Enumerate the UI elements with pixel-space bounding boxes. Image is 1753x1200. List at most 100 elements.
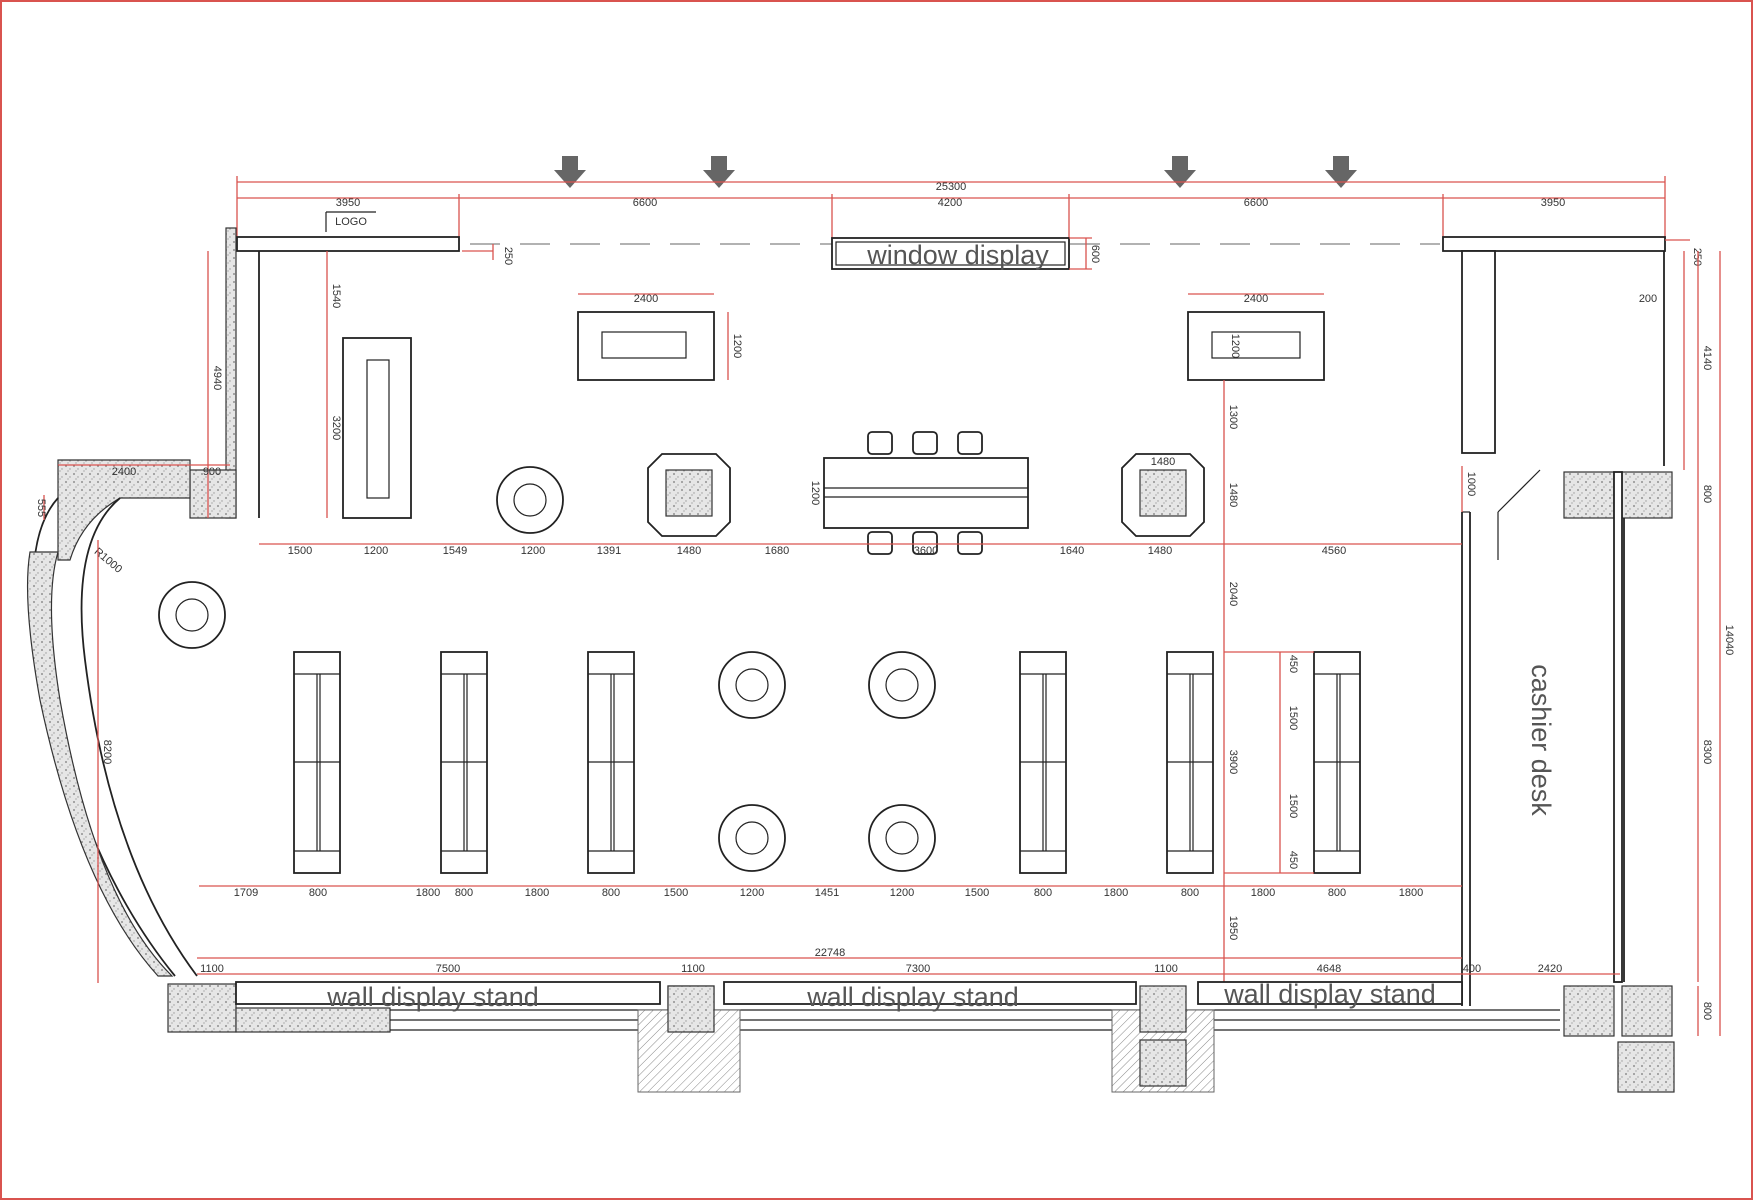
- dim-row-1: 1500 1200 1549 1200 1391 1480 1680 3600 …: [259, 543, 1462, 557]
- dim-row2-1: 800: [309, 887, 327, 899]
- clothing-rack: [293, 651, 341, 874]
- dim-right-4140: 4140: [1701, 346, 1713, 370]
- clothing-rack: [440, 651, 488, 874]
- octagon-displays: 1480: [647, 453, 1205, 537]
- bottom-wall: 22748 1100 7500 1100 7300 1100 4648 400 …: [167, 947, 1620, 1093]
- clothing-rack: [1019, 651, 1067, 874]
- dim-top-2: 6600: [633, 197, 657, 209]
- dim-row2-14: 1800: [1251, 887, 1275, 899]
- dim-row1-10: 4560: [1322, 545, 1346, 557]
- clothing-racks: 450 1500 1500 450: [293, 651, 1361, 874]
- dim-left-8200: 8200: [101, 740, 113, 764]
- cashier-desk-label: cashier desk: [1526, 664, 1556, 816]
- dim-left-250: 250: [502, 247, 514, 265]
- dim-row1-8: 1640: [1060, 545, 1084, 557]
- display-tables: 1540 3200 2400 1200 2400 1200 1200: [326, 251, 1325, 529]
- dim-center-1480: 1480: [1227, 483, 1239, 507]
- dim-bottom-total: 22748: [815, 947, 846, 959]
- dim-center-3900: 3900: [1227, 750, 1239, 774]
- wall-display-stand: [235, 981, 661, 1005]
- dim-row2-2: 1800: [416, 887, 440, 899]
- dim-row1-1: 1200: [364, 545, 388, 557]
- clothing-rack: [1166, 651, 1214, 874]
- dim-right-800b: 800: [1701, 1002, 1713, 1020]
- round-table: [868, 804, 936, 872]
- dim-row2-9: 1200: [890, 887, 914, 899]
- dim-left-1540: 1540: [330, 284, 342, 308]
- dim-left-555: 555: [35, 499, 47, 517]
- dim-window-depth: 600: [1089, 245, 1101, 263]
- dim-right-200: 200: [1639, 293, 1657, 305]
- dim-row1-6: 1680: [765, 545, 789, 557]
- round-table: [496, 466, 564, 534]
- wall-display-label-3: wall display stand: [1223, 979, 1436, 1009]
- dim-bottom-3: 7300: [906, 963, 930, 975]
- dim-row2-13: 800: [1181, 887, 1199, 899]
- dim-right-800a: 800: [1701, 485, 1713, 503]
- dim-rack-450a: 450: [1287, 655, 1299, 673]
- logo-sign: LOGO: [325, 211, 376, 232]
- dim-top-4: 6600: [1244, 197, 1268, 209]
- top-dimensions: 25300 3950 6600 4200 6600 3950: [236, 176, 1666, 240]
- dim-bottom-5: 4648: [1317, 963, 1341, 975]
- dim-radius: R1000: [92, 546, 125, 576]
- dim-left-900: 900: [203, 466, 221, 478]
- dim-row2-16: 1800: [1399, 887, 1423, 899]
- round-table: [158, 581, 226, 649]
- dim-row1-0: 1500: [288, 545, 312, 557]
- dim-top-1: 3950: [336, 197, 360, 209]
- dim-left-3200: 3200: [330, 416, 342, 440]
- round-table: [718, 804, 786, 872]
- left-walls: 4940 2400 900 555 R1000 8200: [26, 227, 260, 983]
- dim-row2-8: 1451: [815, 887, 839, 899]
- dim-center-1300: 1300: [1227, 405, 1239, 429]
- dim-table1-h: 1200: [731, 334, 743, 358]
- dim-rack-450b: 450: [1287, 851, 1299, 869]
- stools: [867, 431, 983, 555]
- window-display-label: window display: [866, 240, 1049, 270]
- dim-row2-7: 1200: [740, 887, 764, 899]
- dim-row2-11: 800: [1034, 887, 1052, 899]
- dim-table2-w: 2400: [1244, 293, 1268, 305]
- entrance-arrow-icon: [554, 156, 586, 188]
- dim-row1-2: 1549: [443, 545, 467, 557]
- round-table: [868, 651, 936, 719]
- dim-center-1950: 1950: [1227, 916, 1239, 940]
- dim-top-total: 25300: [936, 181, 967, 193]
- window-display: window display 600: [831, 237, 1101, 270]
- dim-top-3: 4200: [938, 197, 962, 209]
- dim-row-2: 1709 800 1800 800 1800 800 1500 1200 145…: [199, 885, 1462, 899]
- dim-bottom-1: 7500: [436, 963, 460, 975]
- round-table: [718, 651, 786, 719]
- dim-bottom-4: 1100: [1154, 963, 1178, 975]
- dim-row2-5: 800: [602, 887, 620, 899]
- wall-display-stand: [1197, 981, 1463, 1005]
- wall-display-label-1: wall display stand: [326, 982, 539, 1012]
- dim-row1-3: 1200: [521, 545, 545, 557]
- dim-row2-4: 1800: [525, 887, 549, 899]
- dim-row2-10: 1500: [965, 887, 989, 899]
- display-table: [823, 457, 1029, 529]
- dim-right-250: 250: [1691, 248, 1703, 266]
- center-dimensions: 1300 1480 2040 3900 1950: [1223, 380, 1239, 983]
- entrance-arrow-icon: [703, 156, 735, 188]
- dim-row2-3: 800: [455, 887, 473, 899]
- dim-cashier-1000: 1000: [1465, 472, 1477, 496]
- dim-sq-1480: 1480: [1151, 456, 1175, 468]
- dim-bottom-7: 2420: [1538, 963, 1562, 975]
- display-table: [1187, 311, 1325, 381]
- dim-row1-9: 1480: [1148, 545, 1172, 557]
- clothing-rack: [587, 651, 635, 874]
- dim-bottom-2: 1100: [681, 963, 705, 975]
- dim-rack-1500a: 1500: [1287, 706, 1299, 730]
- dim-top-5: 3950: [1541, 197, 1565, 209]
- dim-right-8300: 8300: [1701, 740, 1713, 764]
- dim-row1-7: 3600: [914, 545, 938, 557]
- dim-table2-h: 1200: [1229, 334, 1241, 358]
- dim-left-4940: 4940: [211, 366, 223, 390]
- dim-center-2040: 2040: [1227, 582, 1239, 606]
- round-tables: [158, 466, 936, 872]
- dim-left-2400: 2400: [112, 466, 136, 478]
- dim-rack-1500b: 1500: [1287, 794, 1299, 818]
